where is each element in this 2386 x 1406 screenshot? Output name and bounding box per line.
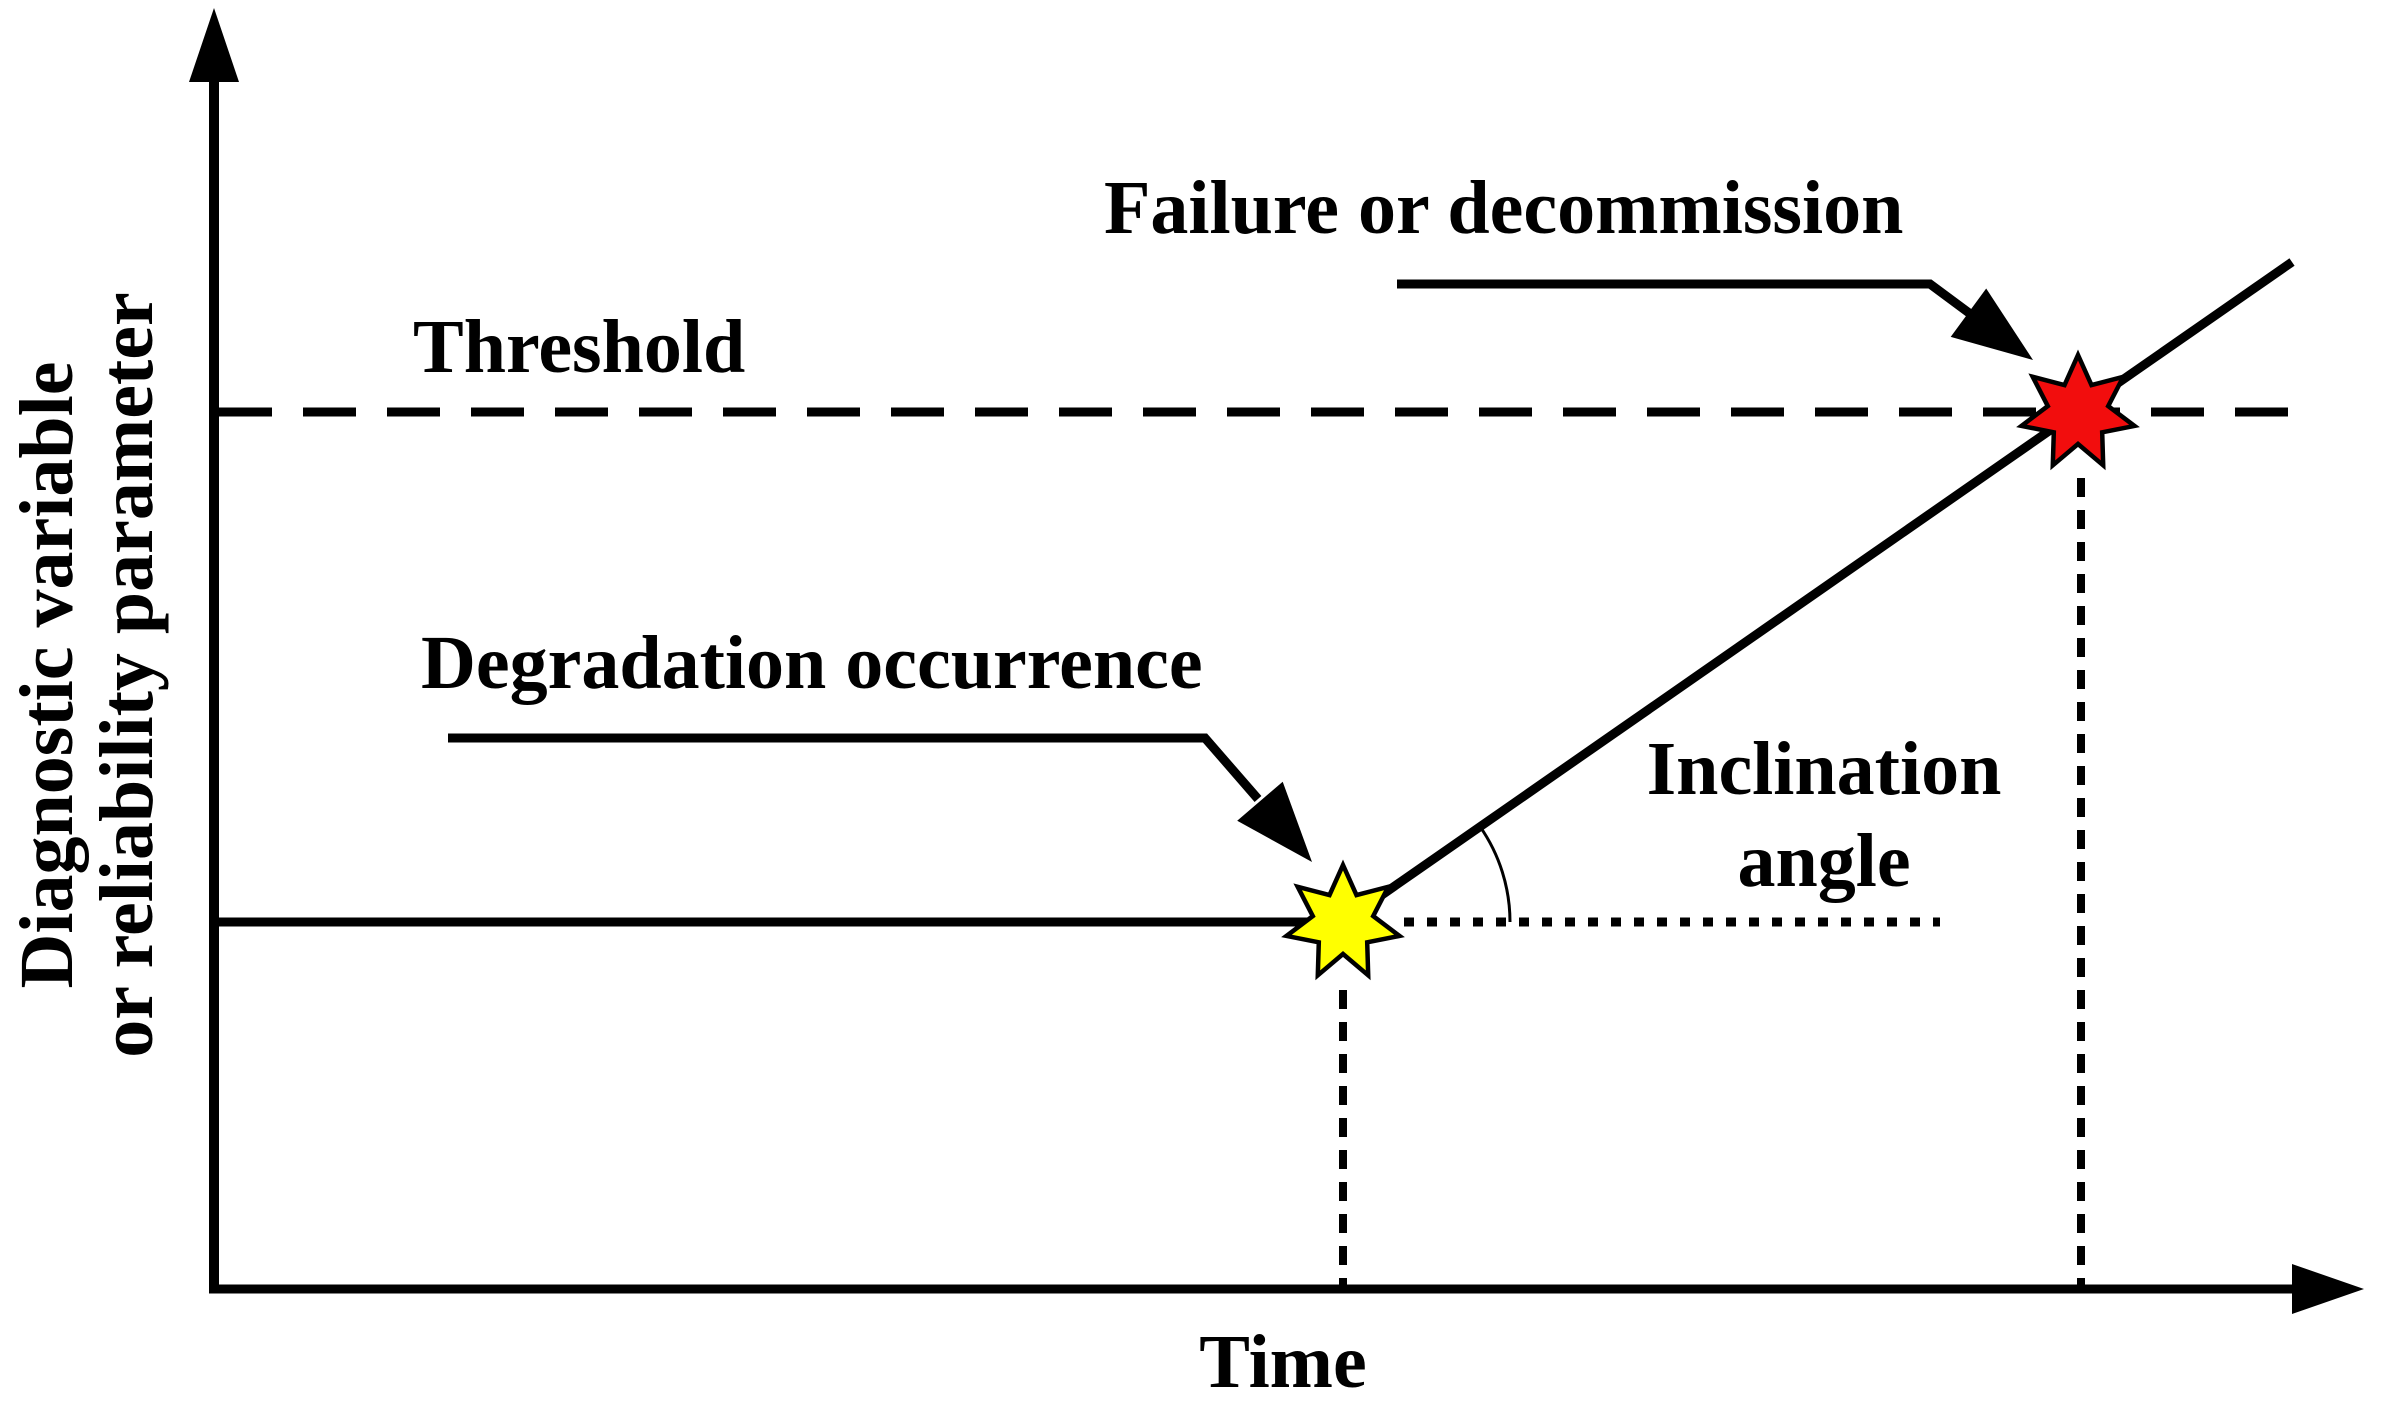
failure-label: Failure or decommission (1104, 166, 1904, 250)
failure-annotation-arrow-head (1950, 288, 2033, 360)
y-axis-label-line2: or reliability parameter (85, 292, 169, 1058)
x-axis-arrow-head (2292, 1264, 2364, 1314)
inclination-angle-arc (1478, 825, 1512, 923)
y-axis-label-line1: Diagnostic variable (5, 361, 89, 989)
inclination-angle-label-line2: angle (1737, 819, 1911, 903)
degradation-annotation-arrow-head (1237, 781, 1312, 862)
failure-star-marker (2016, 349, 2140, 471)
degradation-annotation-arrow-shaft (448, 733, 1262, 802)
failure-annotation-arrow-shaft (1397, 279, 1991, 331)
time-axis-label: Time (1199, 1320, 1367, 1404)
degradation-star-marker (1281, 859, 1405, 981)
inclination-angle-label-line1: Inclination (1646, 727, 2002, 811)
y-axis-label: Diagnostic variable or reliability param… (5, 292, 169, 1058)
y-axis-arrow-head (189, 8, 239, 82)
inclination-angle-label: Inclination angle (1568, 723, 2080, 907)
threshold-label: Threshold (413, 305, 746, 389)
degradation-growth-line (1340, 258, 2295, 926)
degradation-label: Degradation occurrence (421, 621, 1203, 705)
